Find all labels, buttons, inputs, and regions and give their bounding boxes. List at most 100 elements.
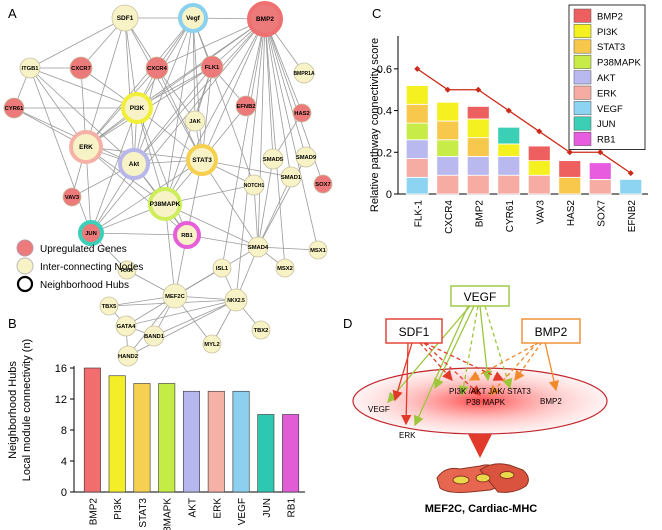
segment-has2-stat3	[558, 176, 582, 195]
node-jak: JAK	[184, 110, 206, 132]
node-erk: ERK	[69, 130, 103, 164]
legend-swatch-bmp2	[573, 8, 592, 23]
trend-point	[627, 170, 634, 177]
chart-c-xtick-label: HAS2	[566, 200, 577, 227]
node-cyr61: CYR61	[3, 97, 25, 119]
network-edge	[29, 67, 92, 234]
bar-rb1	[282, 414, 300, 493]
bar-jun	[257, 414, 275, 493]
legend-interconnecting-label: Inter-connecting Nodes	[40, 262, 143, 273]
node-label: MEF2C	[165, 294, 185, 300]
pathway-connectivity-chart: Relative pathway connectivity score 00.2…	[369, 4, 648, 234]
node-cxcr7: CXCR7	[69, 56, 93, 80]
network-legend: Upregulated Genes Inter-connecting Nodes…	[16, 239, 143, 293]
legend-interconnecting-swatch	[16, 257, 34, 275]
network-edge	[125, 299, 237, 327]
bar-bmp2	[83, 367, 101, 493]
node-circle	[295, 146, 317, 168]
network-edge	[257, 18, 266, 248]
segment-flk-1-stat3	[405, 103, 429, 124]
node-circle	[62, 187, 82, 207]
chart-c-xtick-label: VAV3	[535, 200, 546, 225]
network-edge	[133, 66, 213, 165]
network-edge	[29, 17, 126, 69]
network-edge	[164, 203, 259, 248]
segment-flk-1-pi3k	[405, 85, 429, 105]
network-edge	[164, 66, 213, 205]
segment-bmp2-bmp2	[466, 106, 490, 120]
network-edge	[85, 146, 188, 236]
node-jun: JUN	[78, 220, 104, 246]
node-circle	[3, 97, 25, 119]
node-band1: BAND1	[143, 325, 165, 347]
legend-label-vegf: VEGF	[597, 104, 623, 115]
bmp2-arrows	[468, 341, 560, 396]
bar-vegf	[232, 390, 250, 493]
chart-b-ytick-label: 8	[61, 425, 67, 437]
segment-cxcr4-stat3	[436, 120, 460, 141]
segment-flk-1-p38mapk	[405, 122, 429, 141]
network-edge	[124, 17, 135, 165]
legend-swatch-rb1	[573, 131, 592, 146]
node-msx2: MSX2	[275, 258, 295, 278]
network-edge	[90, 159, 203, 234]
hub-node-circle	[118, 148, 150, 180]
legend-label-stat3: STAT3	[597, 42, 625, 53]
bar-pi3k	[108, 375, 126, 493]
network-edge	[264, 18, 319, 251]
trend-point	[414, 65, 421, 72]
node-label: SMAD4	[248, 245, 269, 251]
legend-hubs-label: Neighborhood Hubs	[40, 280, 129, 291]
node-label: JAK	[189, 119, 201, 125]
chart-b-xtick-label: STAT3	[138, 498, 149, 528]
node-rb1: RB1	[173, 221, 201, 249]
node-circle	[251, 320, 271, 340]
network-edge	[153, 299, 237, 337]
segment-cyr61-akt	[497, 156, 521, 176]
chart-c-xtick-label: EFNB2	[627, 200, 638, 233]
hub-node-circle	[78, 220, 104, 246]
vegf-source-label: VEGF	[464, 290, 497, 304]
hub-node-circle	[121, 92, 153, 124]
node-isl1: ISL1	[212, 258, 232, 278]
hub-node-circle	[173, 221, 201, 249]
trend-point	[505, 107, 512, 114]
hub-node-circle	[178, 3, 208, 33]
panel-c-label: C	[372, 6, 381, 21]
target-p38mapk: P38 MAPK	[466, 398, 506, 407]
node-cxcr4: CXCR4	[145, 56, 169, 80]
chart-b-xtick-label: PI3K	[113, 498, 124, 520]
node-label: NOTCH1	[244, 183, 265, 189]
segment-vav3-pi3k	[527, 160, 551, 176]
node-efnb2: EFNB2	[235, 95, 257, 117]
network-edge	[264, 18, 274, 160]
segment-cxcr4-erk	[436, 174, 460, 195]
segment-cyr61-pi3k	[497, 143, 521, 157]
chart-b-ytick-label: 4	[61, 456, 67, 468]
target-bmp2: BMP2	[540, 397, 562, 406]
legend-label-bmp2: BMP2	[597, 11, 623, 22]
target-pi3k-akt: PI3K /AKT	[449, 387, 486, 396]
chart-b-ytick-label: 0	[61, 487, 67, 499]
legend-upregulated-label: Upregulated Genes	[40, 244, 127, 255]
legend-swatch-p38mapk	[573, 54, 592, 69]
network-edge	[221, 18, 266, 269]
segment-efnb2-vegf	[619, 178, 643, 195]
node-circle	[200, 55, 224, 79]
node-label: BMPR1A	[293, 71, 315, 77]
node-label: GATA4	[117, 324, 137, 330]
node-circle	[143, 325, 165, 347]
chart-b-xtick-label: P38MAPK	[163, 498, 174, 530]
chart-b-xtick-label: AKT	[188, 498, 199, 517]
node-smad4: SMAD4	[247, 236, 269, 258]
hub-connectivity-chart: Neighborhood Hubs Local module connectiv…	[7, 339, 305, 530]
output-label: MEF2C, Cardiac-MHC	[425, 503, 538, 515]
legend-swatch-jun	[573, 116, 592, 131]
legend-swatch-akt	[573, 70, 592, 85]
signaling-diagram: VEGF SDF1 BMP2 VEGF PI3K /AKT JAK/ STAT3…	[352, 285, 608, 515]
node-circle	[115, 315, 137, 337]
node-label: BMP2	[256, 16, 274, 23]
